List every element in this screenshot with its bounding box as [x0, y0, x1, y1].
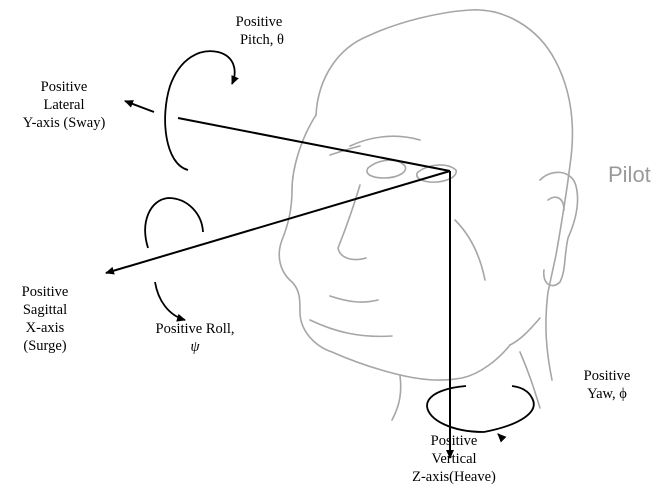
- axis-lines: [105, 117, 454, 459]
- pilot-label: Pilot: [608, 162, 651, 187]
- roll-rotation-arrow: [144, 197, 204, 249]
- yaw-rotation-arrow: [426, 385, 485, 433]
- roll-label: Positive Roll, ψ: [155, 321, 235, 355]
- rotation-arrows: [144, 50, 535, 443]
- lateral-arrow: [124, 100, 155, 113]
- lateral-label: Positive Lateral Y-axis (Sway): [22, 79, 106, 131]
- lateral-axis: [177, 117, 451, 172]
- sagittal-label: Positive Sagittal X-axis (Surge): [21, 284, 69, 354]
- pitch-rotation-arrow: [164, 50, 239, 171]
- sagittal-axis: [105, 170, 451, 275]
- pilot-head-outline: [278, 9, 579, 421]
- yaw-label: Positive Yaw, ϕ: [583, 368, 631, 402]
- pitch-label: Positive Pitch, θ: [235, 14, 284, 48]
- vertical-label: Positive Vertical Z-axis(Heave): [412, 433, 496, 485]
